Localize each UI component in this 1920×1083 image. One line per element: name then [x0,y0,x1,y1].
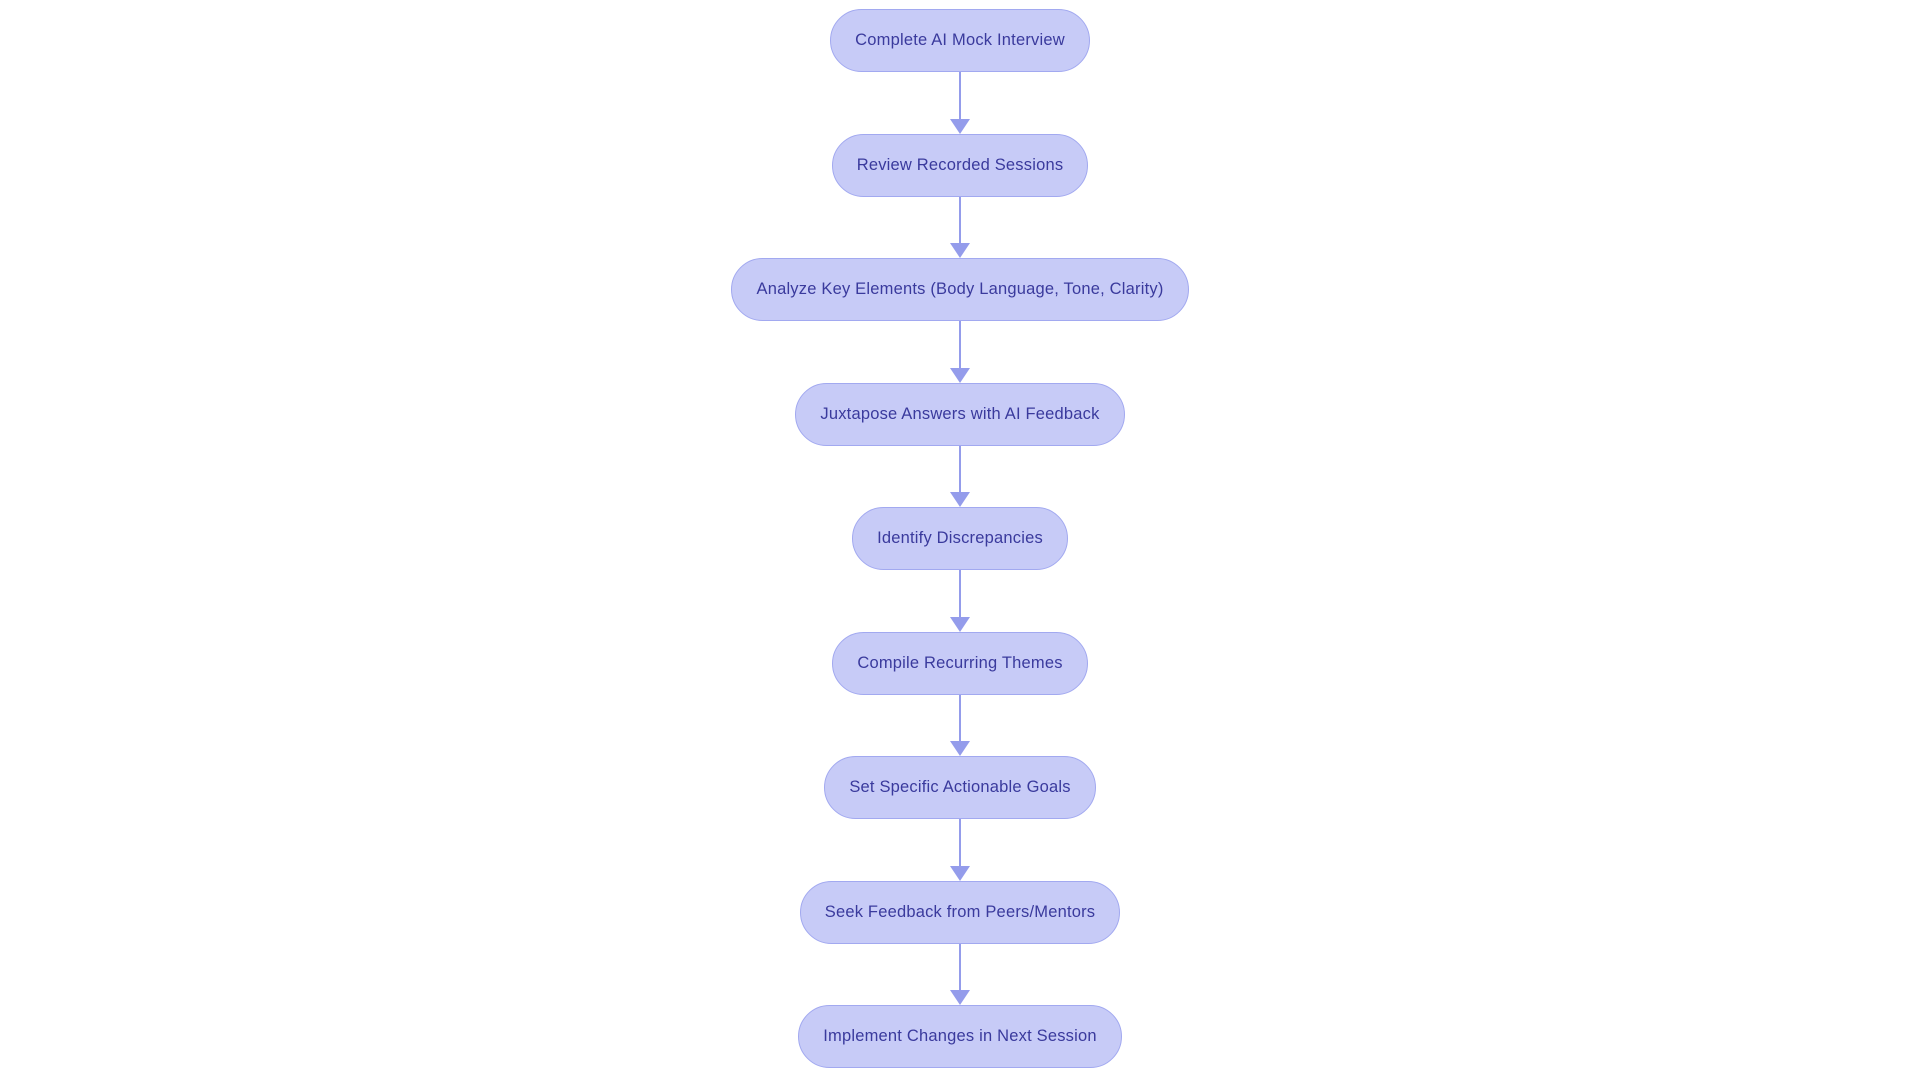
flowchart-node: Seek Feedback from Peers/Mentors [799,880,1121,944]
flowchart-node: Juxtapose Answers with AI Feedback [795,382,1125,446]
flow-column: Complete AI Mock Interview Review Record… [0,9,1920,1068]
flow-arrow-down [950,196,970,258]
node-label: Implement Changes in Next Session [823,1027,1097,1045]
arrow-head-icon [950,492,970,507]
arrow-stem [958,196,962,244]
arrow-head-icon [950,243,970,258]
node-label: Complete AI Mock Interview [855,31,1065,49]
node-label: Review Recorded Sessions [856,155,1064,174]
flow-arrow-down [950,694,970,756]
arrow-stem [958,321,962,369]
arrow-head-icon [950,990,970,1005]
node-label: Seek Feedback from Peers/Mentors [824,902,1096,921]
arrow-stem [958,819,962,867]
flow-arrow-down [950,943,970,1005]
flowchart-node: Implement Changes in Next Session [798,1005,1122,1068]
arrow-stem [958,570,962,618]
arrow-head-icon [950,616,970,632]
node-label: Analyze Key Elements (Body Language, Ton… [756,280,1164,298]
arrow-stem [958,445,962,493]
arrow-head-icon [950,741,970,756]
node-label: Identify Discrepancies [877,529,1043,547]
arrow-stem [958,72,962,120]
node-label: Juxtapose Answers with AI Feedback [820,404,1100,423]
flowchart-node: Review Recorded Sessions [831,133,1089,197]
flowchart-node: Identify Discrepancies [852,507,1068,570]
flow-arrow-down [950,570,970,632]
flowchart-node: Compile Recurring Themes [832,631,1088,695]
flow-arrow-down [950,819,970,881]
flowchart-node: Complete AI Mock Interview [830,9,1090,72]
flowchart-node: Set Specific Actionable Goals [824,756,1096,819]
node-label: Compile Recurring Themes [857,653,1063,672]
arrow-head-icon [950,865,970,881]
flow-arrow-down [950,445,970,507]
flowchart-node: Analyze Key Elements (Body Language, Ton… [731,258,1189,321]
arrow-stem [958,694,962,742]
arrow-head-icon [950,118,970,134]
flow-arrow-down [950,321,970,383]
node-label: Set Specific Actionable Goals [849,778,1071,796]
flow-arrow-down [950,72,970,134]
arrow-head-icon [950,367,970,383]
arrow-stem [958,943,962,991]
